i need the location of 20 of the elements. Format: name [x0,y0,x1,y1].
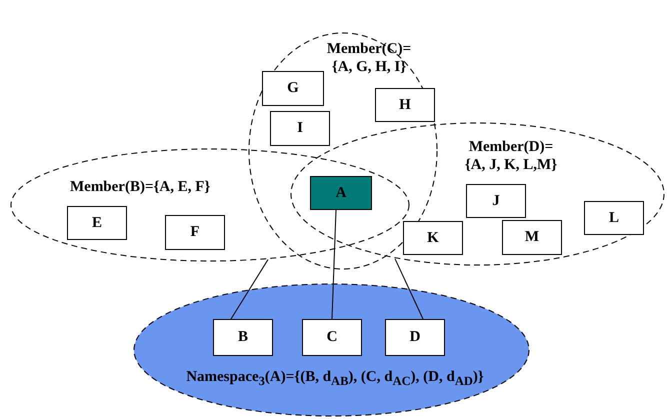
node-box: I [270,111,330,146]
node-box: J [466,184,526,218]
node-box: B [213,319,273,356]
node-box: K [403,221,463,255]
connector-line [332,210,336,320]
node-box: H [375,88,435,122]
node-box: E [67,206,127,240]
node-box: C [302,319,362,356]
set-label: Member(D)= {A, J, K, L,M} [464,138,558,174]
node-box: G [262,71,324,106]
set-label: Member(C)= {A, G, H, I} [326,40,412,76]
node-box: L [584,201,644,235]
node-box: F [165,215,225,250]
set-label: Member(B)={A, E, F} [70,178,212,196]
connector-line [230,259,268,320]
node-box: M [502,220,562,255]
namespace-label: Namespace$_{3}$(A)={(B, d$_{AB}$), (C, d$_{AC}$), (D, d$_{AD}$)} [185,368,485,390]
node-box: D [385,319,445,356]
highlighted-node-box: A [310,176,372,210]
connector-line [394,258,424,320]
